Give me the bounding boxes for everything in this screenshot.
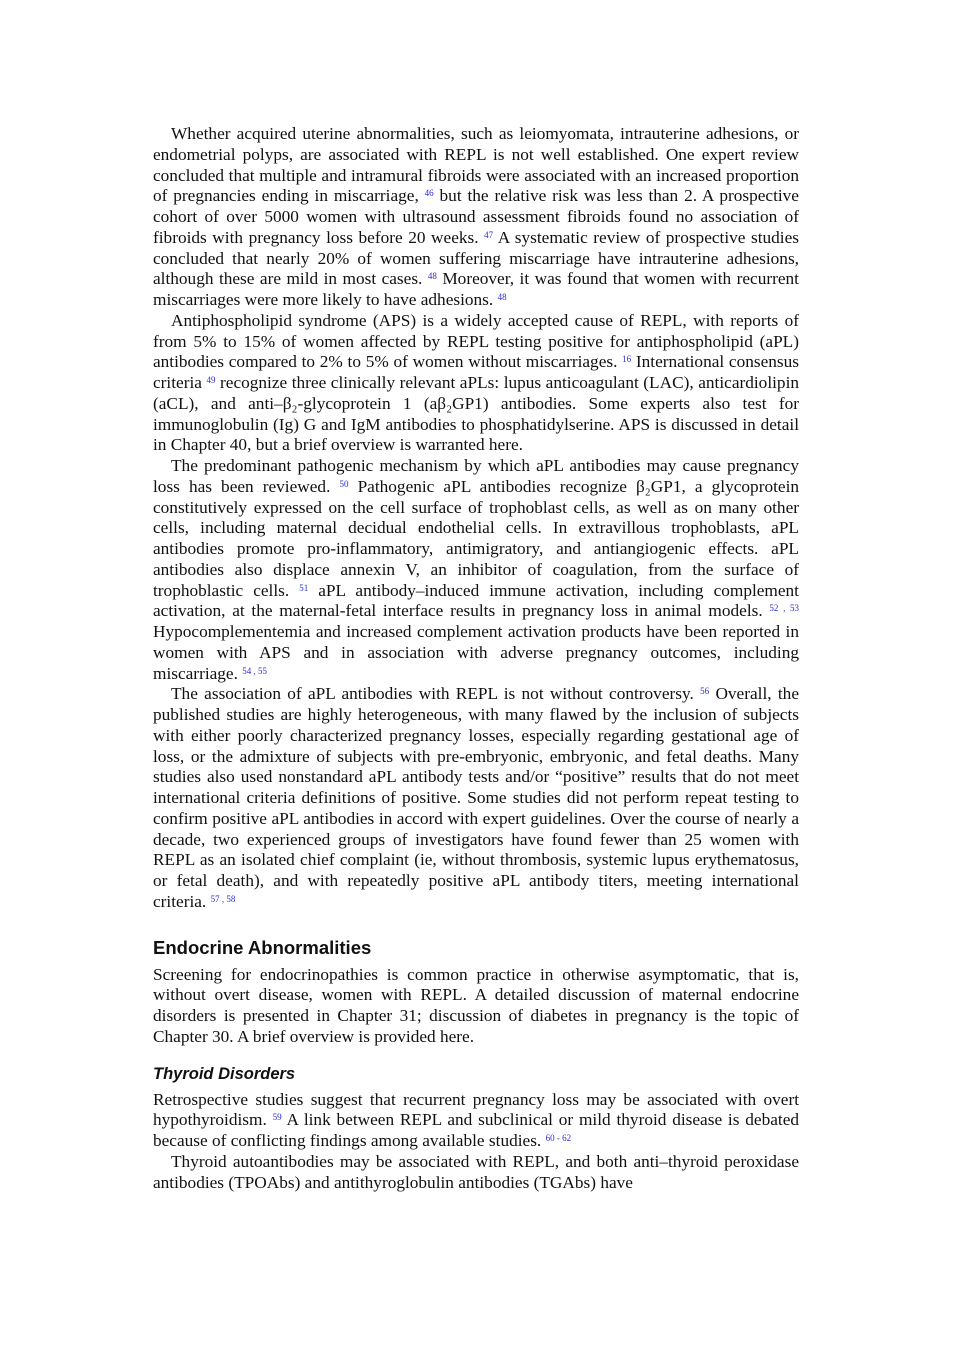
reference-link[interactable]: 47: [484, 229, 494, 240]
paragraph-text: Hypocomplementemia and increased complem…: [153, 622, 799, 683]
reference-link[interactable]: 50: [339, 478, 349, 489]
paragraph-thyroid-hypothyroidism: Retrospective studies suggest that recur…: [153, 1090, 799, 1152]
reference-link[interactable]: 59: [272, 1112, 282, 1123]
section-heading-endocrine: Endocrine Abnormalities: [153, 936, 372, 958]
reference-link[interactable]: 54 , 55: [242, 665, 267, 676]
paragraph-text: Moreover, it was found that women with r…: [153, 269, 799, 309]
reference-link[interactable]: 48: [427, 271, 437, 282]
reference-link[interactable]: 46: [424, 188, 434, 199]
reference-link[interactable]: 56: [700, 686, 710, 697]
paragraph-uterine-abnormalities: Whether acquired uterine abnormalities, …: [153, 124, 799, 311]
reference-link[interactable]: 52 , 53: [769, 603, 800, 614]
paragraph-aps: Antiphospholipid syndrome (APS) is a wid…: [153, 311, 799, 456]
paragraph-controversy: The association of aPL antibodies with R…: [153, 684, 799, 912]
paragraph-text: Screening for endocrinopathies is common…: [153, 964, 799, 1046]
paragraph-thyroid-autoantibodies: Thyroid autoantibodies may be associated…: [153, 1152, 799, 1194]
paragraph-pathogenic-mechanism: The predominant pathogenic mechanism by …: [153, 456, 799, 684]
paragraph-text: International consensus criteria: [153, 352, 799, 392]
subsection-heading-thyroid: Thyroid Disorders: [153, 1064, 296, 1083]
paragraph-text: but the relative risk was less than 2. A…: [153, 186, 799, 247]
paragraph-text: Antiphospholipid syndrome (APS) is a wid…: [153, 310, 799, 372]
paragraph-text: Pathogenic aPL antibodies recognize β₂GP…: [153, 476, 800, 600]
paragraph-text: A systematic review of prospective studi…: [153, 227, 800, 289]
reference-link[interactable]: 16: [622, 354, 632, 365]
paragraph-text: Retrospective studies suggest that recur…: [153, 1089, 799, 1130]
reference-link[interactable]: 49: [206, 375, 216, 385]
paragraph-endocrine-screening: Screening for endocrinopathies is common…: [153, 965, 799, 1048]
paragraph-text: aPL antibody–induced immune activation, …: [153, 580, 799, 621]
document-page: Whether acquired uterine abnormalities, …: [153, 124, 799, 1193]
reference-link[interactable]: 57 , 58: [210, 893, 236, 904]
reference-link[interactable]: 60 - 62: [545, 1133, 572, 1143]
paragraph-text: recognize three clinically relevant aPLs…: [153, 373, 800, 455]
paragraph-text: Thyroid autoantibodies may be associated…: [153, 1151, 799, 1192]
paragraph-text: The association of aPL antibodies with R…: [171, 684, 694, 704]
paragraph-text: A link between REPL and subclinical or m…: [153, 1110, 800, 1150]
reference-link[interactable]: 51: [299, 582, 309, 593]
reference-link[interactable]: 48: [497, 292, 507, 302]
paragraph-text: Whether acquired uterine abnormalities, …: [153, 124, 799, 206]
paragraph-text: Overall, the published studies are highl…: [153, 684, 799, 911]
paragraph-text: The predominant pathogenic mechanism by …: [153, 456, 799, 496]
